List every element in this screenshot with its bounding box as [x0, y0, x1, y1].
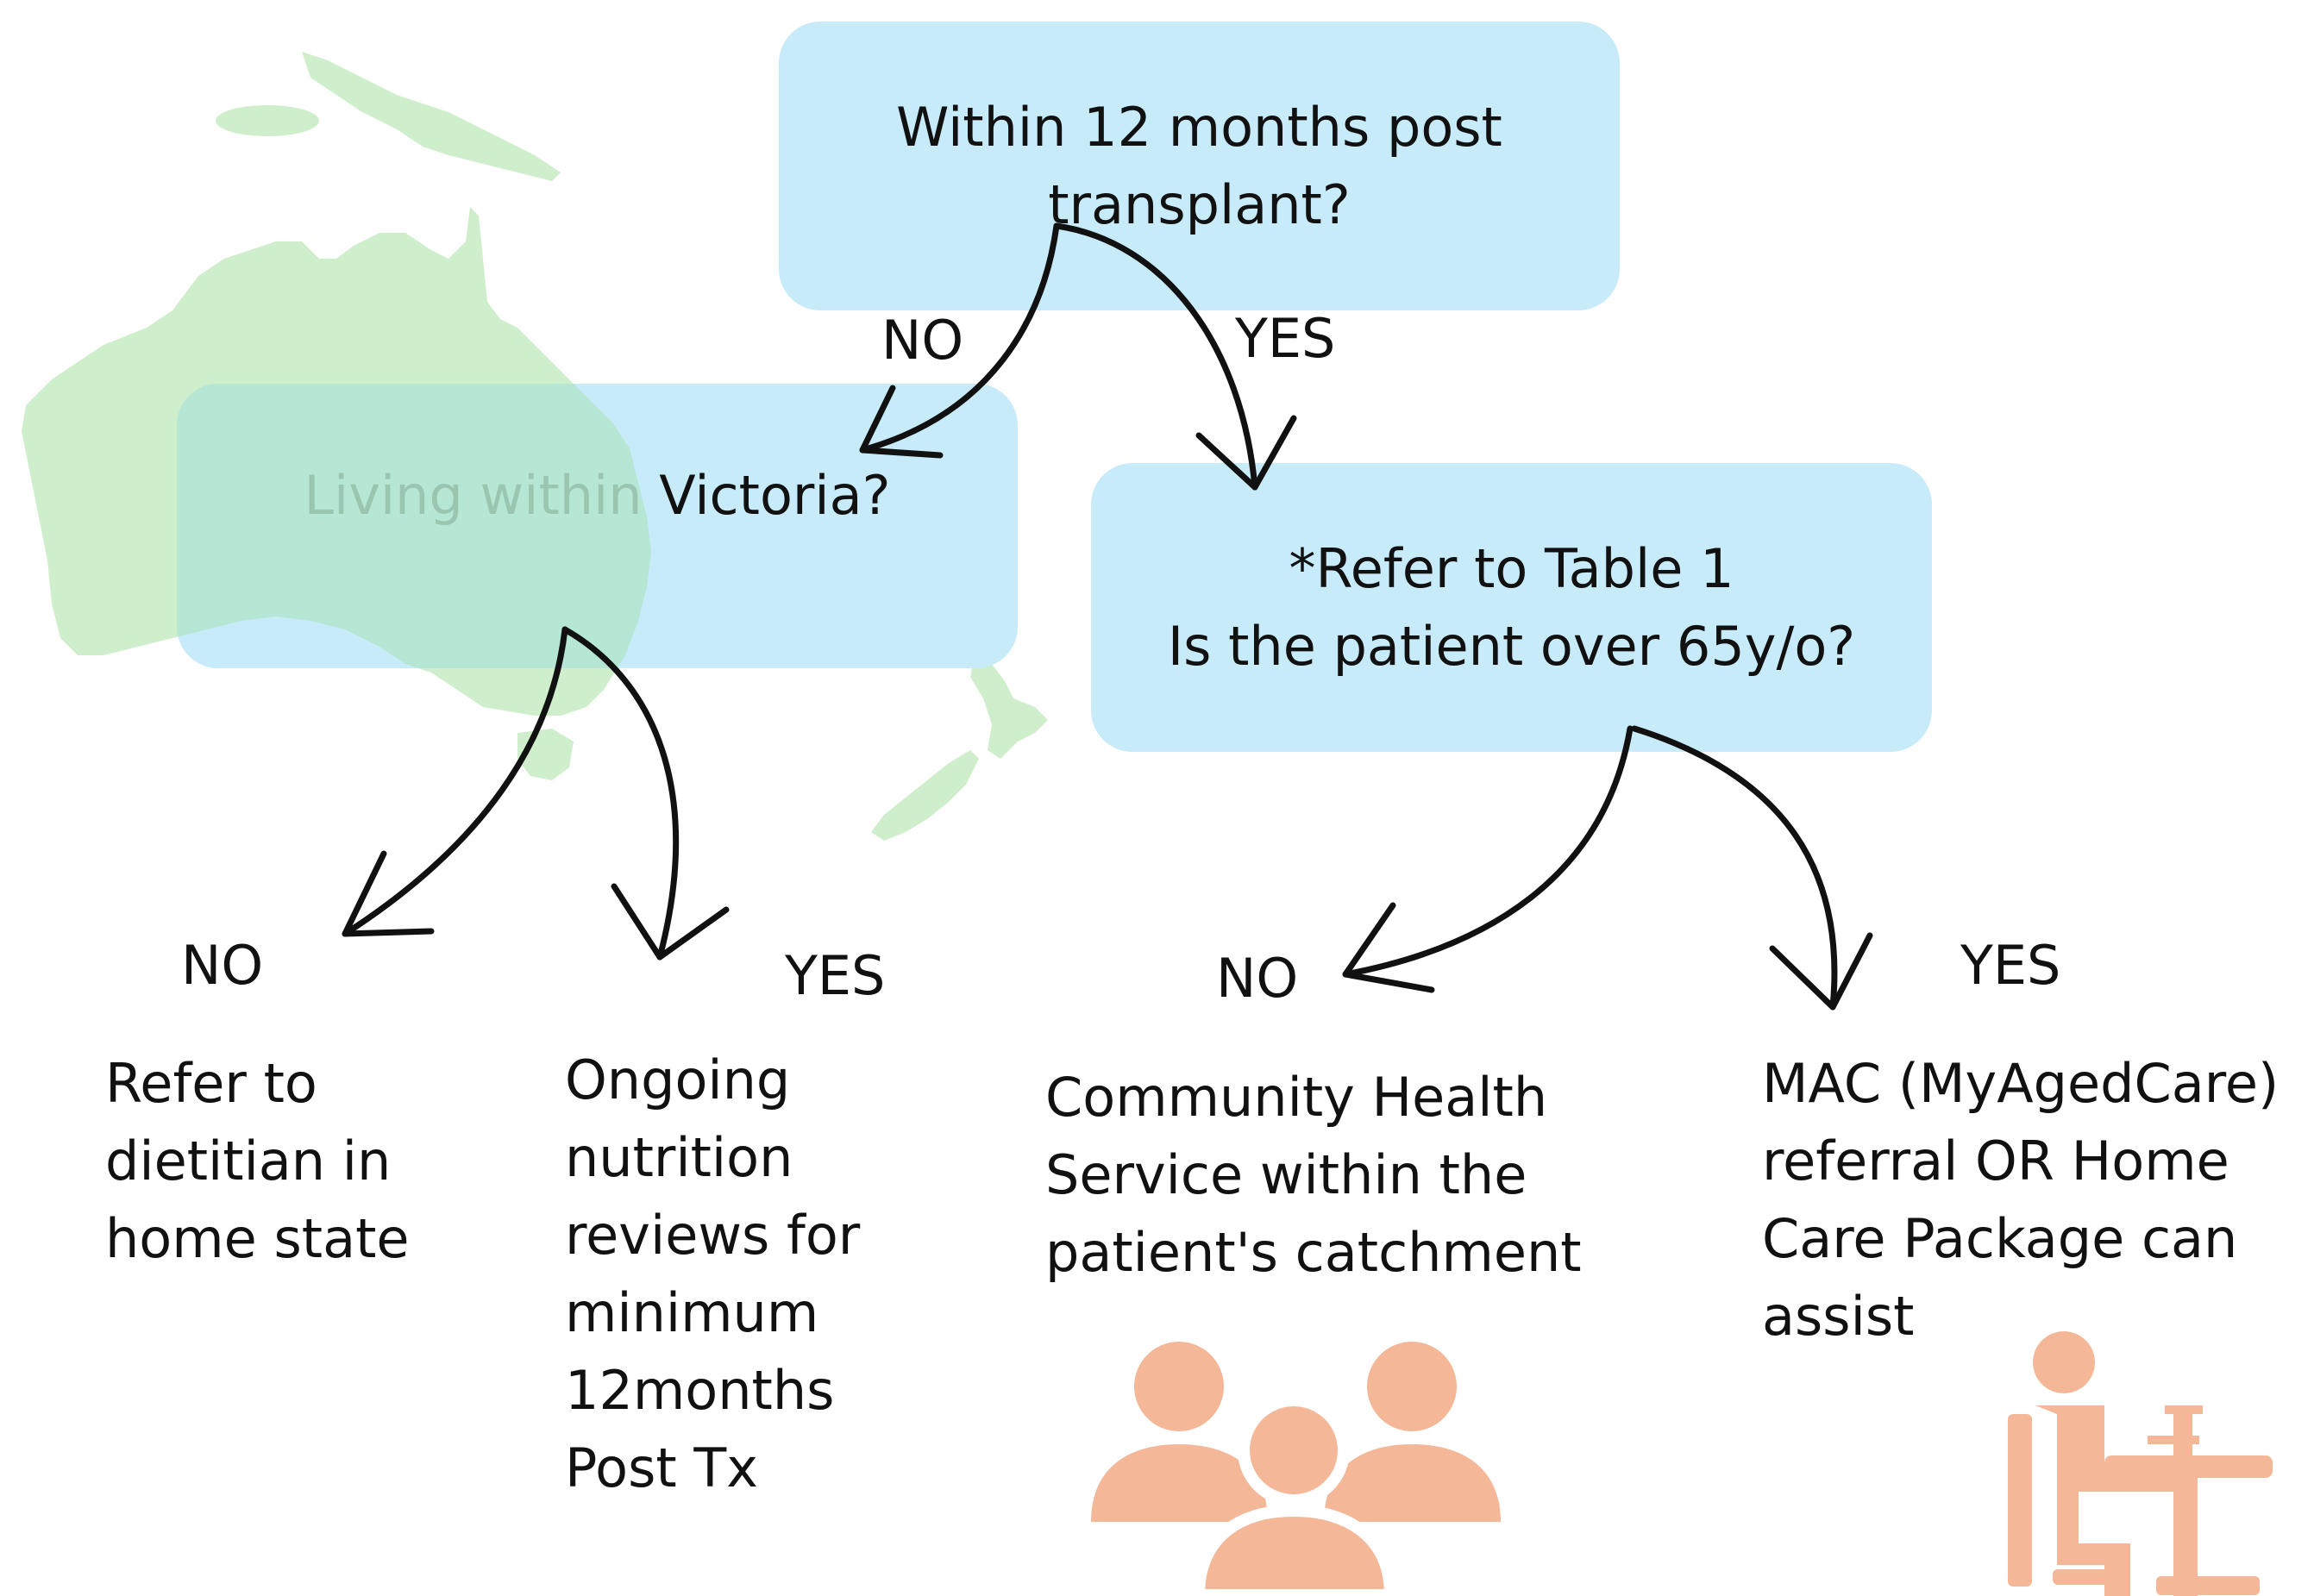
question-line-2: transplant? — [1048, 172, 1351, 236]
branch-label-q1-no: NO — [881, 309, 964, 372]
people-group-icon — [1091, 1342, 1501, 1596]
question-text: *Refer to Table 1 Is the patient over 65… — [1168, 530, 1855, 685]
question-line-1: Within 12 months post — [896, 95, 1502, 159]
outcome-line: Community Health — [1045, 1066, 1548, 1129]
person-at-table-icon — [2008, 1331, 2273, 1596]
outcome-line: reviews for — [565, 1204, 861, 1267]
nz-south-island — [871, 750, 979, 841]
question-box-within-12-months: Within 12 months post transplant? — [779, 22, 1620, 310]
outcome-community-health: Community Health Service within the pati… — [1045, 1059, 1582, 1292]
branch-label-q3-no: NO — [1216, 947, 1299, 1010]
island — [216, 105, 319, 136]
arrow-q1-no — [859, 222, 1060, 454]
nz-north-island — [970, 655, 1048, 759]
new-guinea — [302, 52, 561, 181]
outcome-line: minimum — [565, 1281, 819, 1344]
branch-label-q1-yes: YES — [1235, 307, 1336, 370]
branch-label-q2-no: NO — [181, 934, 264, 997]
arrow-q2-no — [342, 626, 568, 937]
branch-label-q2-yes: YES — [785, 944, 886, 1007]
question-line-1: *Refer to Table 1 — [1289, 536, 1734, 600]
outcome-line: dietitian in — [105, 1130, 392, 1192]
outcome-line: Post Tx — [565, 1436, 758, 1499]
arrowhead-q2-yes — [611, 883, 730, 961]
outcome-line: referral OR Home — [1762, 1130, 2229, 1192]
outcome-line: assist — [1762, 1285, 1915, 1348]
outcome-refer-dietitian: Refer to dietitian in home state — [105, 1045, 410, 1278]
question-line-2: Is the patient over 65y/o? — [1167, 614, 1856, 678]
arrow-q1-yes — [1053, 222, 1258, 491]
outcome-line: Refer to — [105, 1052, 317, 1115]
outcome-mac-referral: MAC (MyAgedCare) referral OR Home Care P… — [1762, 1045, 2279, 1355]
outcome-line: Care Package can — [1762, 1207, 2238, 1270]
arrowhead-q3-no — [1342, 902, 1435, 993]
outcome-line: MAC (MyAgedCare) — [1762, 1052, 2280, 1115]
arrowhead-q2-no — [342, 850, 435, 937]
outcome-line: Ongoing — [565, 1048, 791, 1111]
outcome-line: patient's catchment — [1045, 1221, 1582, 1284]
arrowhead-q3-yes — [1769, 932, 1873, 1011]
outcome-line: nutrition — [565, 1126, 793, 1189]
outcome-line: home state — [105, 1207, 410, 1270]
arrow-q3-yes — [1631, 725, 1838, 1011]
arrowhead-q1-no — [859, 385, 944, 459]
branch-label-q3-yes: YES — [1960, 934, 2061, 997]
arrowhead-q1-yes — [1195, 415, 1297, 491]
outcome-line: 12months — [565, 1359, 835, 1422]
question-box-over-65: *Refer to Table 1 Is the patient over 65… — [1091, 463, 1932, 752]
arrow-q2-yes — [561, 626, 680, 961]
outcome-ongoing-reviews: Ongoing nutrition reviews for minimum 12… — [565, 1042, 860, 1507]
outcome-line: Service within the — [1045, 1143, 1527, 1206]
question-text: Within 12 months post transplant? — [896, 89, 1502, 244]
arrow-q3-no — [1342, 725, 1634, 978]
